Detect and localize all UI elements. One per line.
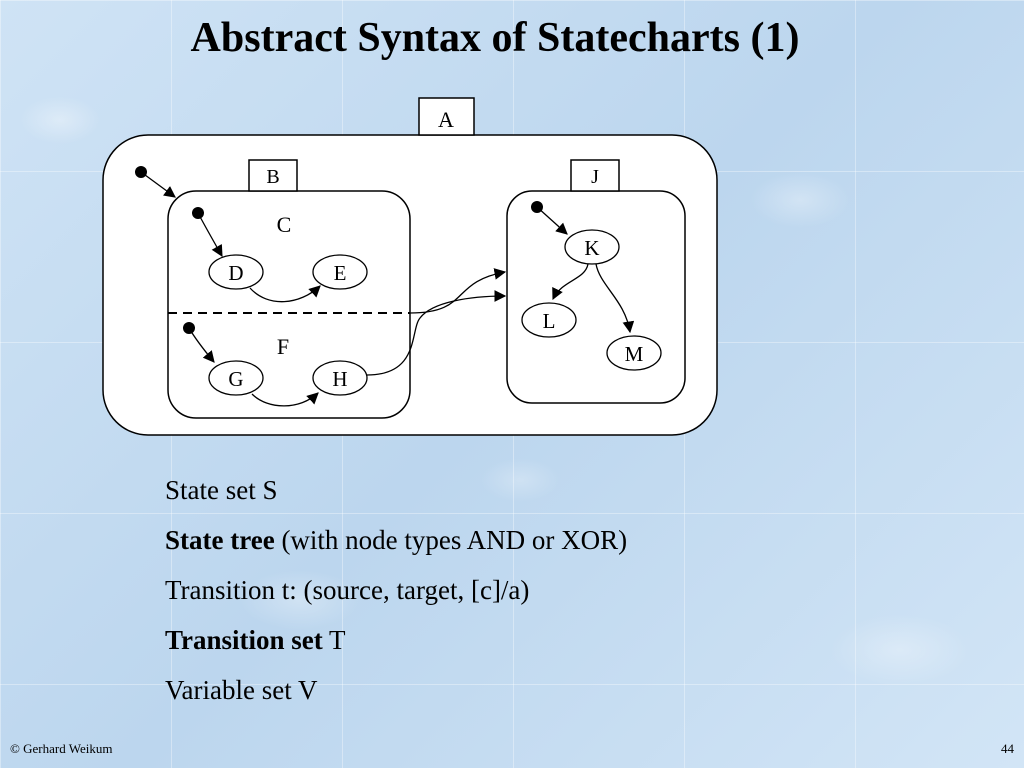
transition-d-e [249,285,321,303]
state-m-node: M [606,335,662,371]
initial-pseudostate-a [135,166,176,198]
transition-k-m [595,263,635,334]
state-j-label: J [591,166,599,188]
initial-pseudostate-f [183,322,215,363]
state-d-node: D [208,254,264,290]
state-h-label: H [332,367,347,391]
region-c-label: C [277,212,292,237]
bullet-item: Transition set T [165,625,346,655]
state-j-tab [570,159,620,192]
state-e-node: E [312,254,368,290]
slide-title: Abstract Syntax of Statecharts (1) [190,15,800,61]
transition-g-h [251,392,319,407]
region-f-label: F [277,334,289,359]
state-l-node: L [521,302,577,338]
copyright-footer: © Gerhard Weikum [10,741,113,756]
state-k-node: K [564,229,620,265]
state-b-tab [248,159,298,192]
state-g-node: G [208,360,264,396]
state-m-label: M [625,342,644,366]
state-a-label: A [438,107,454,132]
transition-k-l [552,263,589,301]
initial-pseudostate-c [192,207,223,258]
initial-pseudostate-j [531,201,568,235]
state-j-box [506,190,686,404]
bullet-list: State set S State tree (with node types … [165,470,627,720]
state-l-label: L [543,309,556,333]
bullet-item: State set S [165,475,278,505]
transition-h-j [366,290,507,376]
bullet-item: State tree (with node types AND or XOR) [165,525,628,555]
state-a-tab [418,97,475,136]
state-g-label: G [228,367,243,391]
bullet-item: Transition t: (source, target, [c]/a) [165,575,530,605]
state-d-label: D [228,261,243,285]
state-h-node: H [312,360,368,396]
state-k-label: K [584,236,599,260]
bullet-item: Variable set V [165,675,318,705]
page-number: 44 [1001,741,1014,756]
state-e-label: E [334,261,347,285]
state-b-label: B [266,166,279,188]
